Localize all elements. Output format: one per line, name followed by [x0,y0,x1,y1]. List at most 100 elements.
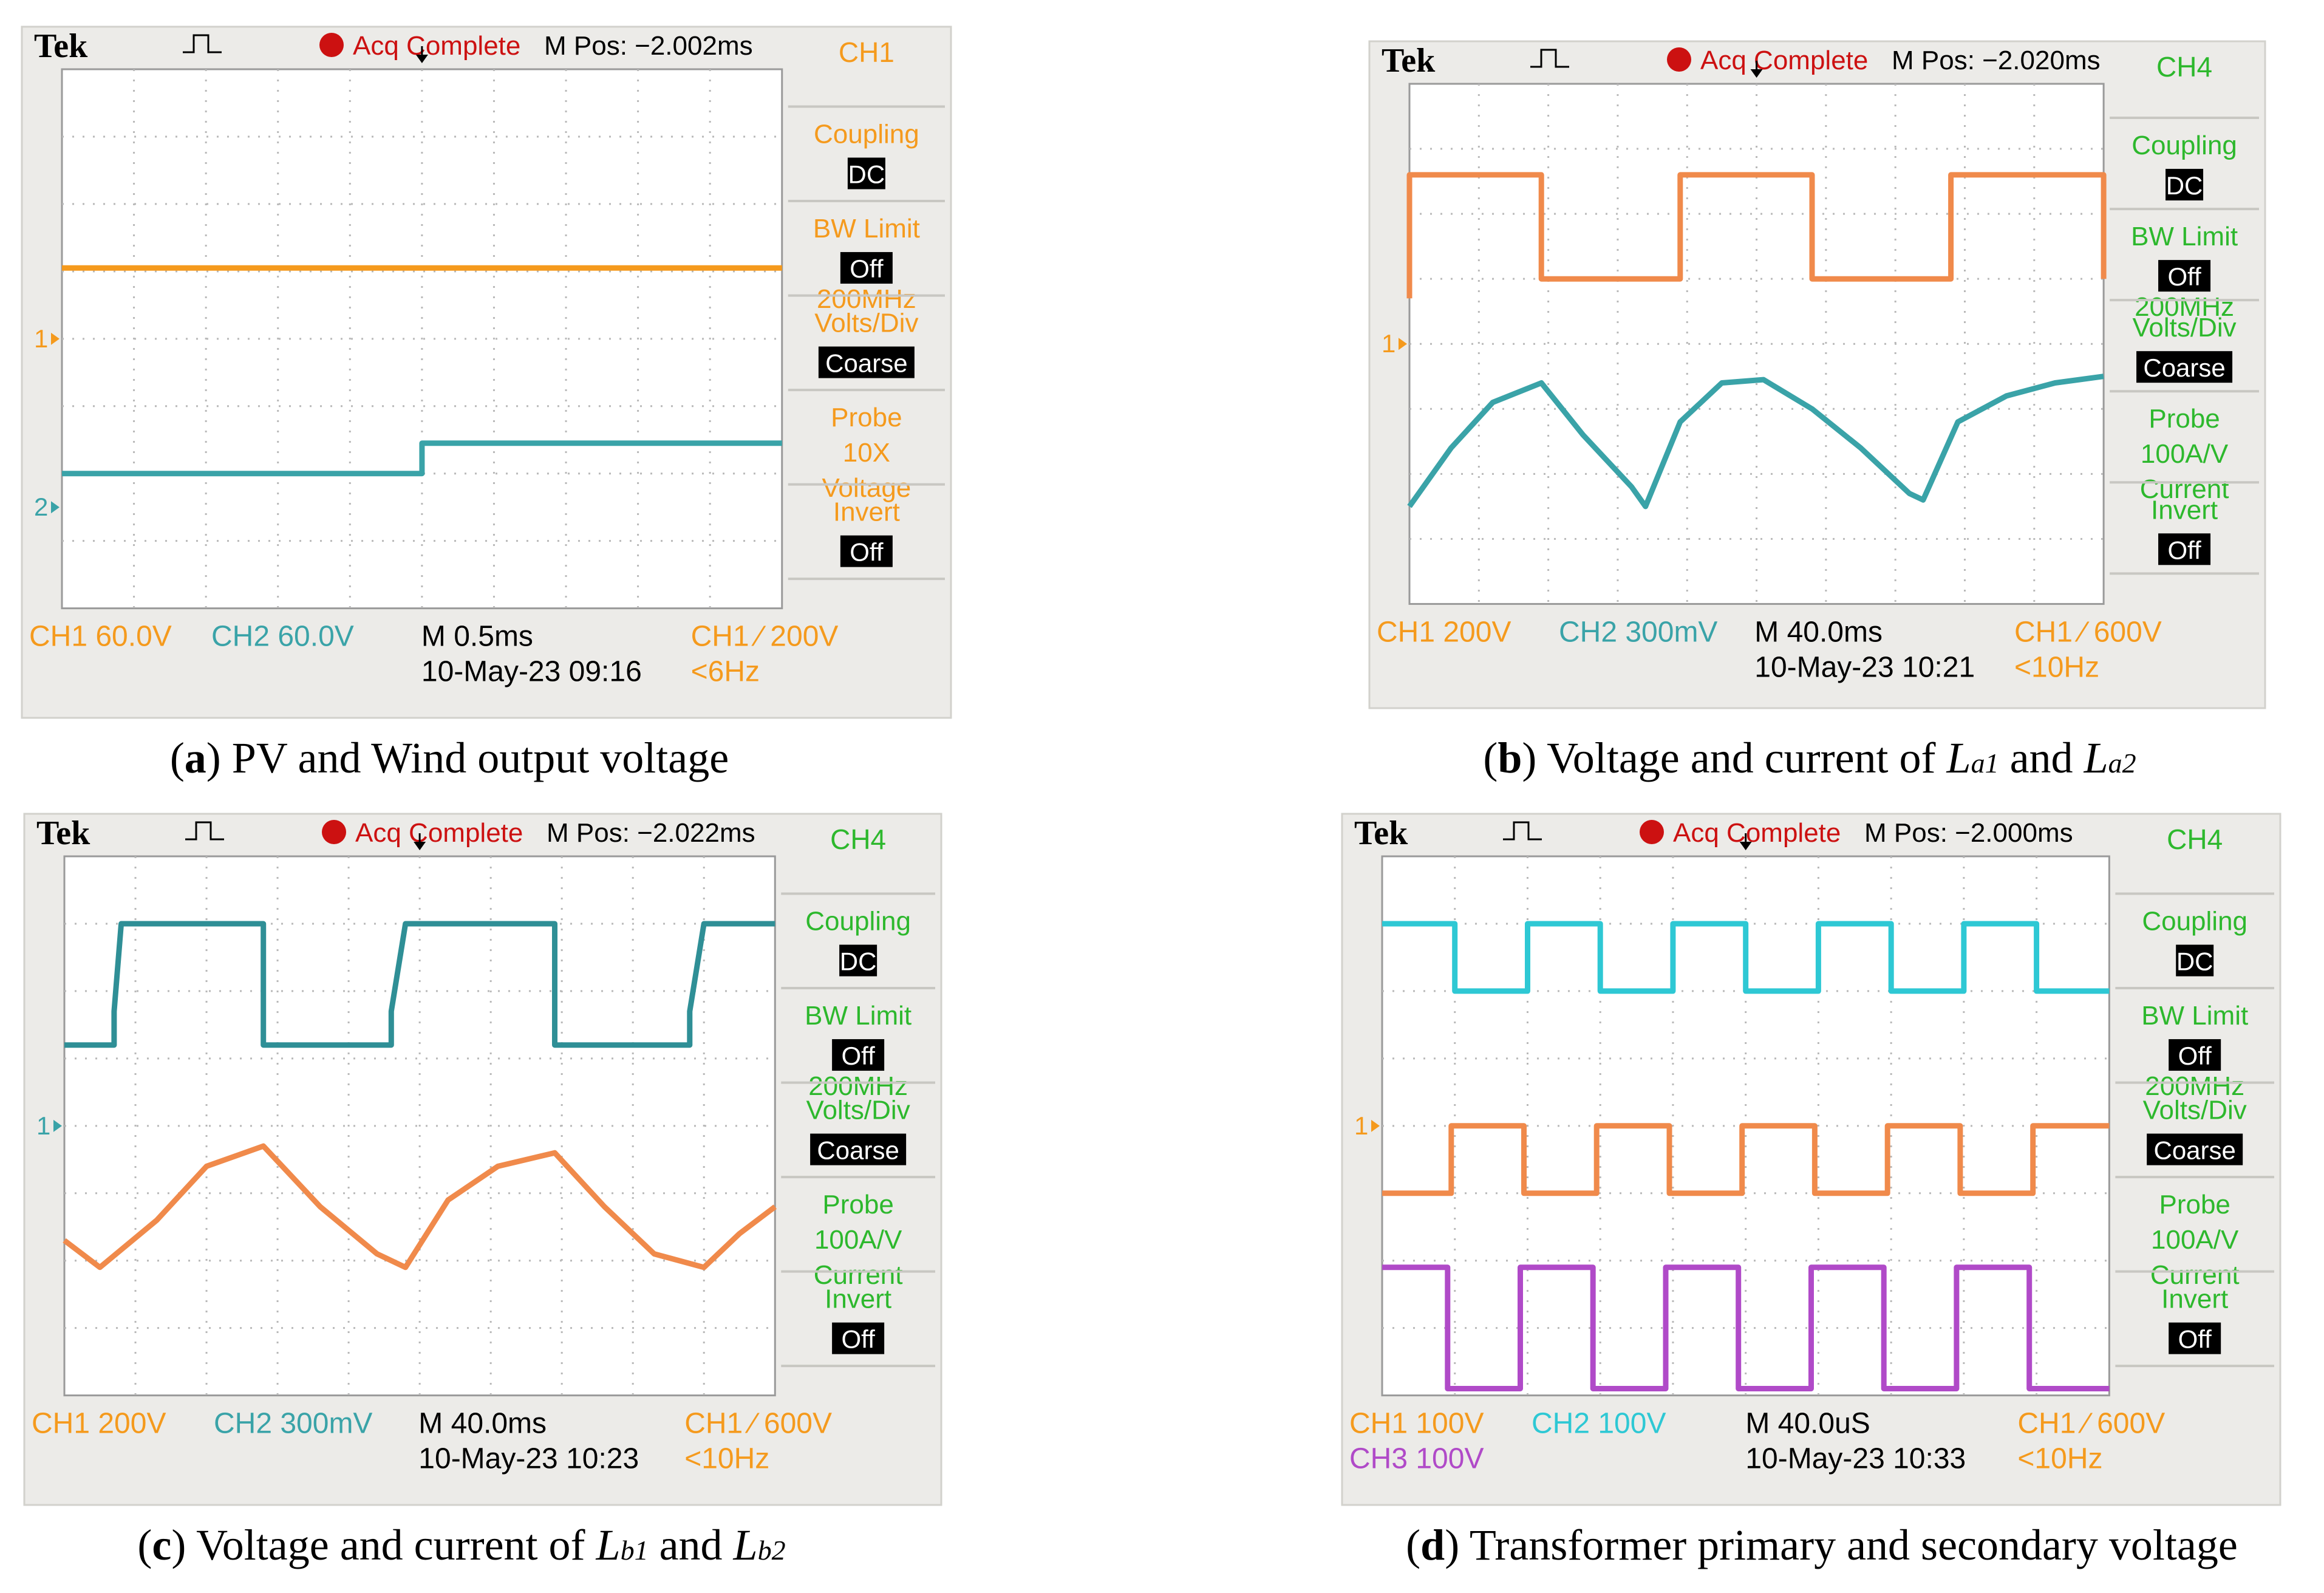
menu-channel: CH4 [2167,824,2223,855]
menu-coupling-label: Coupling [2142,907,2247,936]
ch1-scale-readout: CH1 200V [32,1408,166,1440]
menu-probe-label: Probe [831,403,902,432]
caption-text: Voltage and current of [1547,734,1946,782]
panel-caption-a: (a) PV and Wind output voltage [170,734,729,782]
menu-bw-limit-value-box [2169,1039,2221,1071]
menu-volts-div-value: Coarse [817,1136,899,1165]
menu-coupling-label: Coupling [2131,131,2237,160]
menu-channel: CH1 [839,36,895,68]
brand-label: Tek [1354,814,1408,852]
menu-bw-limit-label: BW Limit [2131,222,2238,251]
menu-probe-type: Voltage [822,473,911,503]
trigger-position-icon [414,842,426,850]
menu-invert-label: Invert [833,497,900,527]
brand-label: Tek [1382,42,1436,80]
ch3-scale-readout: CH3 100V [1349,1443,1484,1475]
caption-text: Transformer primary and secondary voltag… [1470,1521,2238,1569]
menu-coupling-value-box [2176,944,2214,977]
menu-probe-label: Probe [822,1190,893,1219]
level-marker-icon [1399,338,1407,350]
trigger-pulse-icon [1503,821,1542,841]
menu-volts-div-label: Volts/Div [806,1096,910,1125]
caption-conjunction: and [649,1521,734,1569]
ch2-scale-readout: CH2 100V [1532,1408,1666,1440]
trace-ch3 [1382,1264,2110,1391]
menu-bw-limit-value-box [832,1039,885,1071]
caption-symbol: L [2084,734,2108,782]
caption-paren-close: ) [1445,1521,1470,1569]
date-readout: 10-May-23 10:21 [1754,651,1975,683]
mpos-readout: M Pos: −2.022ms [547,818,755,848]
caption-paren-open: ( [170,734,185,782]
brand-label: Tek [34,27,88,65]
level-marker-label: 1 [1382,329,1395,358]
menu-volts-div-value-box [810,1133,907,1165]
menu-volts-div-value: Coarse [2143,353,2225,382]
menu-bw-freq: 200MHz [2145,1071,2244,1101]
ch2-scale-readout: CH2 300mV [1559,616,1717,648]
caption-subscript: b2 [758,1535,786,1566]
caption-symbol: L [596,1521,621,1569]
menu-invert-value-box [2169,1322,2221,1354]
frequency-readout: <6Hz [691,656,760,688]
menu-volts-div-value: Coarse [825,349,907,378]
menu-probe-ratio: 100A/V [814,1225,902,1255]
menu-bw-freq: 200MHz [817,284,916,314]
trace-ch1 [1406,172,2107,299]
menu-volts-div-label: Volts/Div [2132,313,2236,343]
menu-coupling-value-box [839,944,877,977]
menu-volts-div-label: Volts/Div [2143,1096,2247,1125]
trace-ch2 [63,1143,777,1271]
timebase-readout: M 40.0uS [1745,1408,1870,1440]
menu-channel: CH4 [2156,51,2212,83]
acq-status: Acq Complete [355,818,523,848]
record-dot-icon [322,820,346,844]
menu-bw-limit-value-box [2158,260,2211,292]
menu-invert-value-box [840,535,893,567]
caption-paren-open: ( [1483,734,1498,782]
brand-label: Tek [36,814,90,852]
scope-grid [64,856,775,1396]
ch2-scale-readout: CH2 300mV [214,1408,372,1440]
menu-bw-limit-value: Off [850,254,884,283]
frequency-readout: <10Hz [684,1443,769,1475]
ch1-scale-readout: CH1 200V [1377,616,1511,648]
menu-bw-limit-label: BW Limit [805,1001,912,1031]
caption-text: PV and Wind output voltage [232,734,729,782]
menu-channel: CH4 [830,824,886,855]
timebase-readout: M 40.0ms [1754,616,1883,648]
acq-status: Acq Complete [1700,46,1868,75]
date-readout: 10-May-23 09:16 [421,656,642,688]
caption-subscript: b1 [621,1535,649,1566]
menu-bw-limit-value: Off [2178,1042,2212,1070]
menu-coupling-value: DC [840,947,877,976]
menu-coupling-value-box [2166,169,2204,201]
menu-bw-limit-label: BW Limit [2141,1001,2248,1031]
menu-coupling-value: DC [2176,947,2213,976]
menu-bw-limit-value: Off [2167,262,2201,291]
level-marker-label: 1 [1354,1111,1368,1140]
caption-symbol: L [733,1521,758,1569]
panel-caption-d: (d) Transformer primary and secondary vo… [1406,1521,2238,1569]
caption-letter: c [152,1521,171,1569]
menu-volts-div-value: Coarse [2153,1136,2235,1165]
timebase-readout: M 0.5ms [421,621,533,653]
menu-volts-div-value-box [2136,351,2233,383]
menu-coupling-label: Coupling [805,907,911,936]
trigger-readout: CH1 ∕ 600V [684,1408,832,1440]
mpos-readout: M Pos: −2.002ms [544,31,753,61]
panel-caption-b: (b) Voltage and current of La1 and La2 [1483,734,2136,782]
ch1-scale-readout: CH1 60.0V [29,621,172,653]
caption-paren-open: ( [137,1521,152,1569]
menu-invert-label: Invert [2161,1284,2228,1314]
caption-symbol: L [1946,734,1971,782]
menu-probe-label: Probe [2149,404,2220,434]
frequency-readout: <10Hz [2017,1443,2102,1475]
trace-ch1 [64,921,775,1048]
mpos-readout: M Pos: −2.020ms [1892,46,2101,75]
level-marker-label: 2 [34,493,48,521]
